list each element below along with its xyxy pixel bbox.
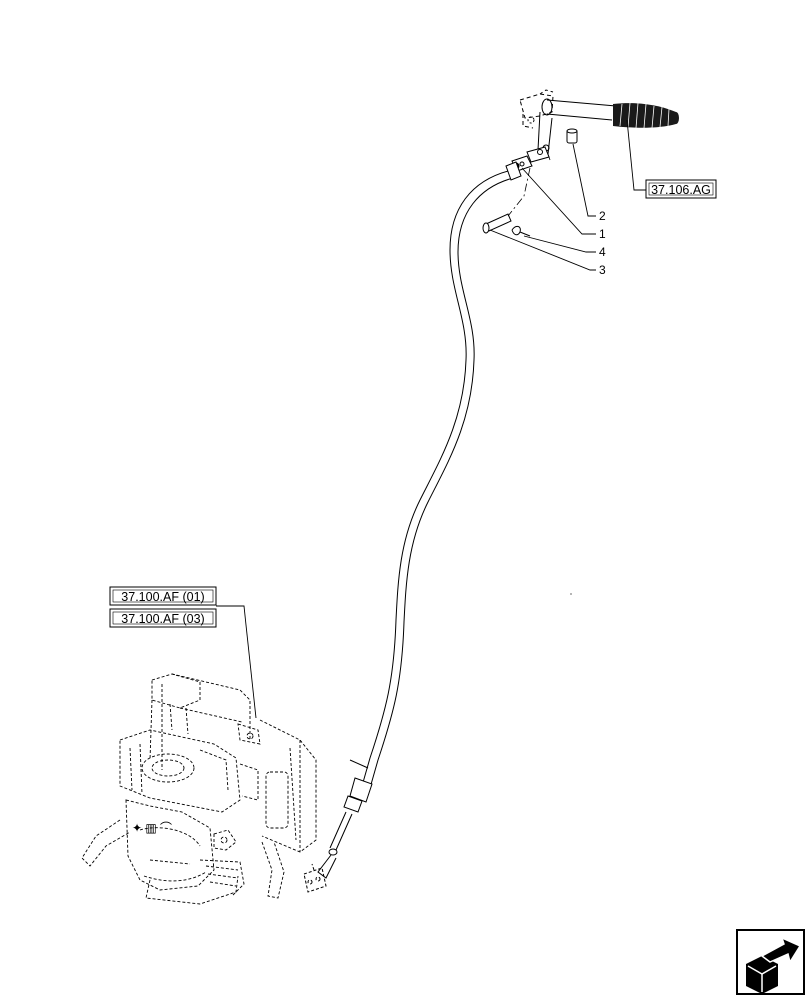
callout-2: 2 [599,209,606,223]
control-cable [317,161,522,879]
callout-4: 4 [599,245,606,259]
hitch-marking: ✦ ▥ ⌒ [132,821,172,835]
lever-grip [613,102,679,129]
leader-lines [216,119,646,719]
reference-hitch-01[interactable]: 37.100.AF (01) [109,586,217,606]
control-lever [519,89,617,155]
callout-3: 3 [599,263,606,277]
reference-hitch-03[interactable]: 37.100.AF (03) [109,608,217,628]
reference-handle[interactable]: 37.106.AG [645,179,717,199]
assembly-axis [507,153,551,217]
stray-mark [570,593,572,595]
split-pin [511,225,531,237]
reference-handle-label: 37.106.AG [651,183,711,197]
lower-clevis [303,863,327,893]
callout-1: 1 [599,227,606,241]
reference-hitch-03-label: 37.100.AF (03) [121,612,204,626]
reference-hitch-01-label: 37.100.AF (01) [121,590,204,604]
next-page-arrow-icon[interactable] [736,929,805,995]
bushing [566,128,578,144]
hitch-assembly [81,673,317,905]
clevis-pin [482,213,512,234]
